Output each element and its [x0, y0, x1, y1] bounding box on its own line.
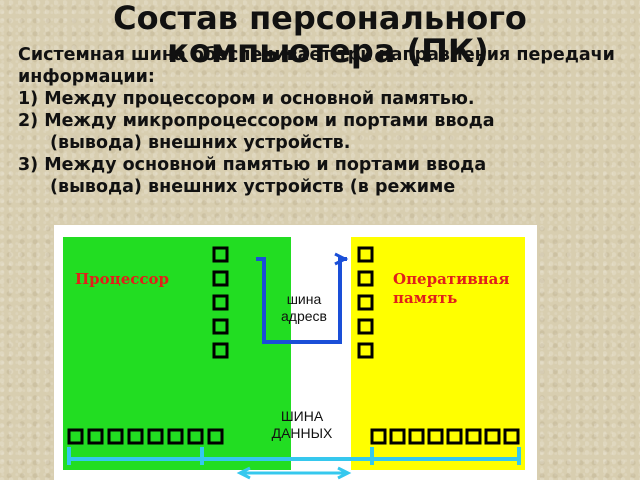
data-bus-arrowhead-left	[236, 466, 251, 480]
port-square	[503, 428, 520, 445]
address-bus-label-line2: адресв	[281, 308, 327, 324]
port-square	[107, 428, 124, 445]
port-square	[212, 270, 229, 287]
port-square	[147, 428, 164, 445]
list-item-2-line1: 2) Между микропроцессором и портами ввод…	[18, 111, 495, 131]
port-square	[127, 428, 144, 445]
address-bus-label-line1: шина	[286, 291, 322, 307]
port-square	[446, 428, 463, 445]
list-item-1: 1) Между процессором и основной памятью.	[18, 89, 475, 109]
port-square	[212, 246, 229, 263]
data-bus-label-line1: ШИНА	[280, 408, 324, 424]
port-square	[67, 428, 84, 445]
processor-data-ports	[67, 428, 224, 445]
port-square	[408, 428, 425, 445]
port-square	[370, 428, 387, 445]
address-bus-line	[256, 257, 347, 344]
list-item-3-line1: 3) Между основной памятью и портами ввод…	[18, 155, 487, 175]
list-item-2-line2: (вывода) внешних устройств.	[50, 133, 351, 153]
bus-diagram: Процессор Оперативная память шина адресв…	[54, 225, 537, 480]
port-square	[484, 428, 501, 445]
port-square	[212, 318, 229, 335]
memory-label: Оперативная память	[393, 270, 509, 308]
port-square	[389, 428, 406, 445]
port-square	[207, 428, 224, 445]
port-square	[212, 342, 229, 359]
port-square	[465, 428, 482, 445]
processor-label: Процессор	[75, 270, 170, 288]
port-square	[357, 342, 374, 359]
memory-address-ports	[357, 246, 374, 359]
data-bus-label-line2: ДАННЫХ	[271, 425, 333, 441]
port-square	[167, 428, 184, 445]
data-bus-arrowhead-right	[337, 466, 352, 480]
data-bus-label: ШИНА ДАННЫХ	[252, 408, 352, 442]
processor-address-ports	[212, 246, 229, 359]
slide-title-line1: Состав персонального	[113, 0, 527, 37]
memory-data-ports	[370, 428, 520, 445]
slide-body: Системная шина обеспечивает три направле…	[18, 44, 633, 198]
port-square	[187, 428, 204, 445]
list-item-3-line2: (вывода) внешних устройств (в режиме	[50, 177, 456, 197]
memory-label-line1: Оперативная	[393, 270, 510, 288]
port-square	[212, 294, 229, 311]
intro-paragraph: Системная шина обеспечивает три направле…	[18, 45, 615, 87]
bus-lines	[67, 246, 521, 480]
port-square	[87, 428, 104, 445]
port-square	[427, 428, 444, 445]
address-bus-arrowhead	[334, 252, 349, 266]
address-bus-label: шина адресв	[264, 291, 344, 325]
slide-title-line2: компьютера (ПК)	[167, 32, 489, 70]
port-square	[357, 246, 374, 263]
port-square	[357, 270, 374, 287]
port-square	[357, 318, 374, 335]
port-square	[357, 294, 374, 311]
memory-label-line2: память	[393, 289, 458, 307]
